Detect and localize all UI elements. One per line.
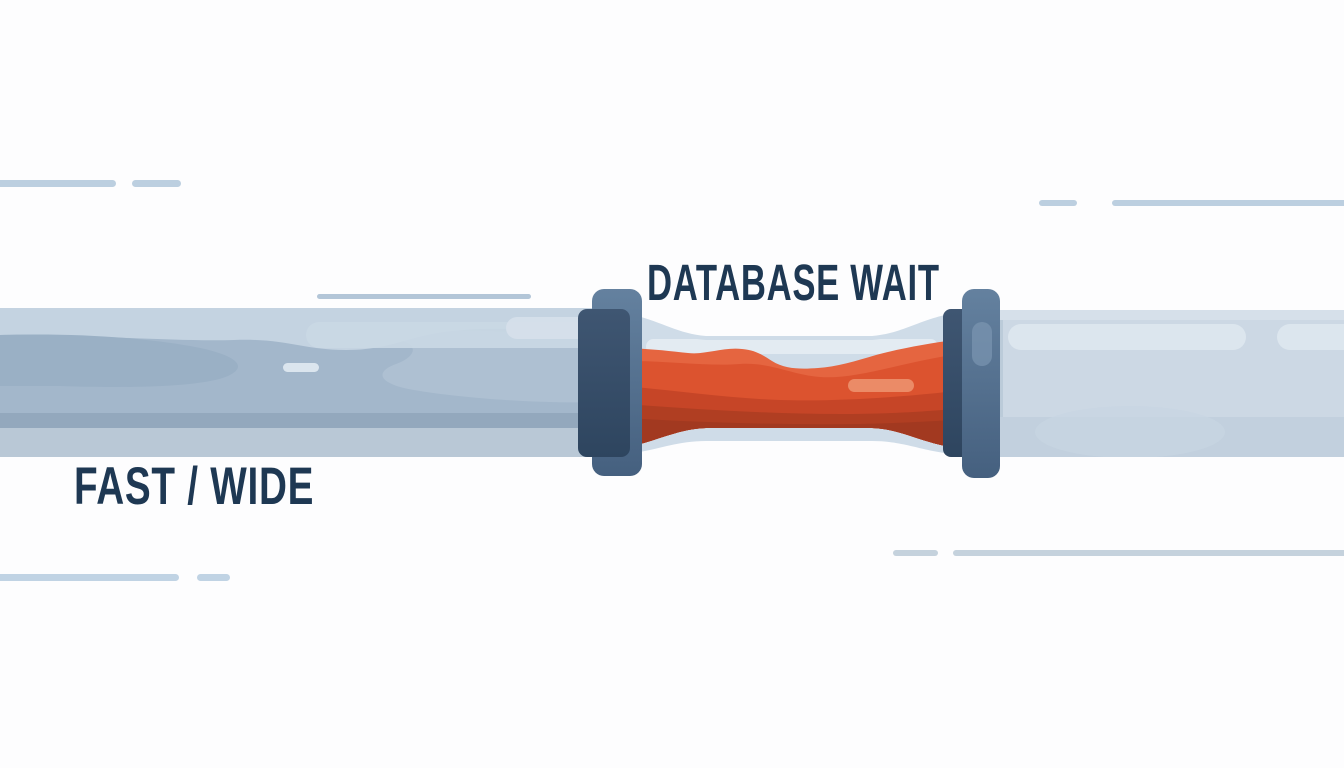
flange-right <box>943 289 1000 478</box>
flow-dash <box>283 363 319 372</box>
speed-line <box>0 574 179 581</box>
bottleneck-tube <box>598 311 980 456</box>
speed-line <box>197 574 230 581</box>
downstream-pipe <box>963 310 1344 457</box>
speed-lines <box>0 180 1344 581</box>
wide-pipe <box>0 308 600 457</box>
speed-line <box>0 180 116 187</box>
speed-line <box>1039 200 1077 206</box>
flange-collar-front <box>962 289 1000 478</box>
flange-left <box>578 289 642 476</box>
water-wave-light <box>370 330 600 403</box>
flow-streak <box>1008 324 1246 350</box>
speed-line <box>317 294 531 299</box>
water-wave-dark <box>0 334 239 387</box>
fluid-glint <box>848 379 914 392</box>
flow-streak <box>506 317 600 339</box>
water-surface-band <box>0 308 600 350</box>
pipe-shade-blob <box>1035 406 1225 457</box>
flange-highlight <box>972 322 992 366</box>
flow-streak <box>1277 324 1344 350</box>
speed-line <box>953 550 1344 556</box>
pipe-shadow-strip <box>0 413 600 428</box>
bottleneck-label: DATABASE WAIT <box>647 254 940 311</box>
speed-line <box>893 550 938 556</box>
speed-line <box>1112 200 1344 206</box>
flange-collar-front <box>578 309 630 457</box>
speed-line <box>132 180 181 187</box>
pipe-top-sheen <box>963 310 1344 320</box>
wide-pipe-label: FAST / WIDE <box>74 457 315 516</box>
pipe-bottom-band <box>0 428 600 457</box>
